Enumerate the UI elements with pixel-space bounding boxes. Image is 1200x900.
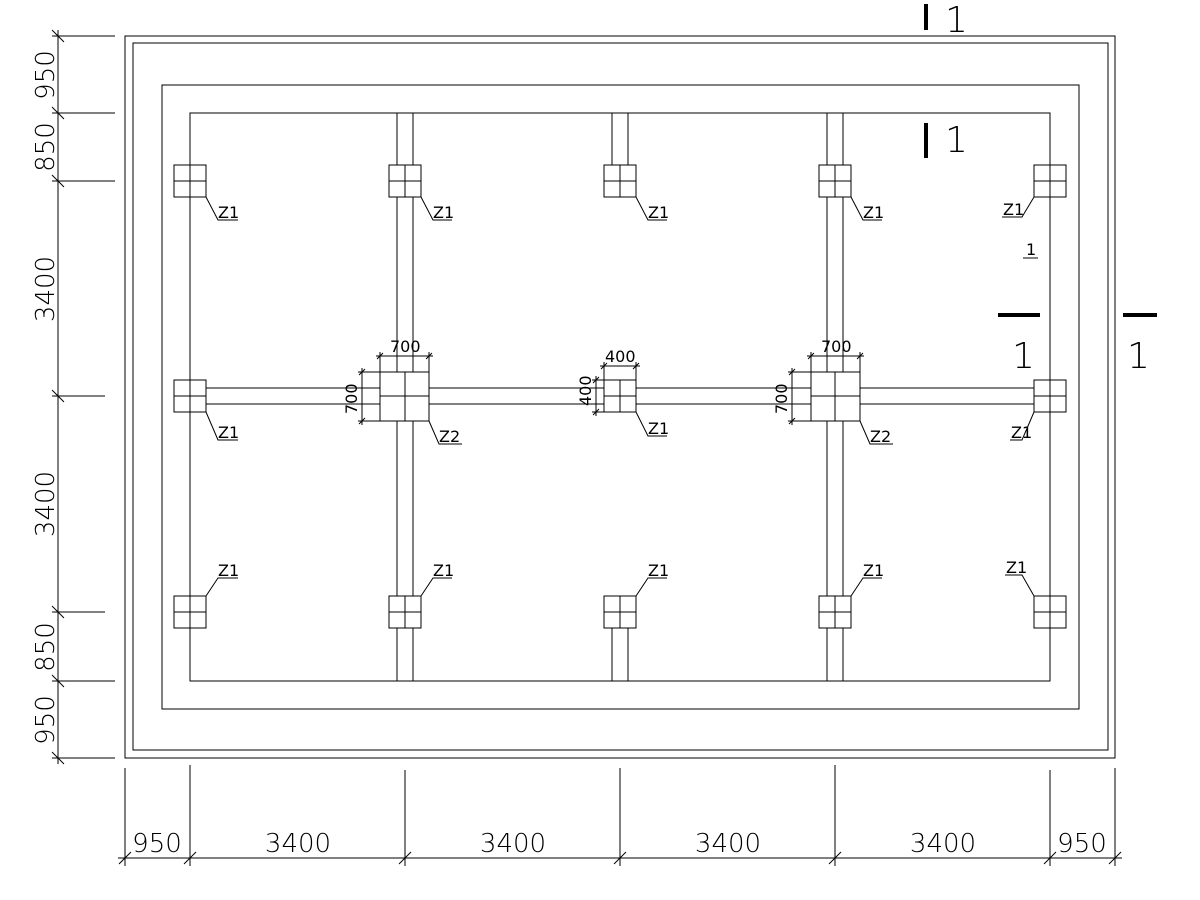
- label-bottom-2: Z1: [433, 561, 454, 580]
- column-top-5: [1033, 164, 1067, 198]
- outer-boundary: [124, 35, 1116, 759]
- label-bottom-5: Z1: [1006, 558, 1027, 577]
- dim-z2-right-height: 700: [772, 383, 791, 414]
- column-top-2: [388, 164, 422, 198]
- label-top-1: Z1: [218, 203, 239, 222]
- column-middle-5: [1033, 379, 1067, 413]
- label-bottom-1: Z1: [218, 561, 239, 580]
- vdim-5: 850: [31, 622, 61, 672]
- label-top-2: Z1: [433, 203, 454, 222]
- dim-z2-left-height: 700: [342, 383, 361, 414]
- column-bottom-5: [1033, 595, 1067, 629]
- hdim-1: 950: [132, 829, 182, 859]
- column-middle-3: [603, 379, 637, 413]
- raft-edge: [161, 84, 1080, 710]
- beam-vertical-2-top: [611, 113, 629, 165]
- dim-z2-right-width: 700: [821, 337, 852, 356]
- label-middle-3: Z1: [648, 419, 669, 438]
- label-bottom-3: Z1: [648, 561, 669, 580]
- label-top-5: Z1: [1003, 200, 1024, 219]
- column-middle-2-z2: [379, 371, 430, 422]
- vdim-6: 950: [31, 695, 61, 745]
- vdim-2: 850: [31, 122, 61, 172]
- hdim-5: 3400: [910, 829, 976, 859]
- label-middle-5: Z1: [1011, 423, 1032, 442]
- columns-group: [173, 164, 1067, 629]
- column-bottom-3: [603, 595, 637, 629]
- column-bottom-1: [173, 595, 207, 629]
- dim-z2-left-width: 700: [390, 337, 421, 356]
- column-top-3: [603, 164, 637, 198]
- label-top-3: Z1: [648, 203, 669, 222]
- column-dimensions-group: 700 700 400 400 700 700: [342, 337, 864, 425]
- vdim-3: 3400: [31, 256, 61, 322]
- column-middle-4-z2: [810, 371, 861, 422]
- dim-center-width: 400: [605, 347, 636, 366]
- vdim-1: 950: [31, 50, 61, 100]
- label-top-4: Z1: [863, 203, 884, 222]
- hdim-6: 950: [1057, 829, 1107, 859]
- section-marks-group: 1 1 1 1 1: [924, 0, 1157, 377]
- label-middle-4: Z2: [870, 427, 891, 446]
- hdim-4: 3400: [695, 829, 761, 859]
- section-mark-right-inner: 1: [1012, 336, 1035, 377]
- vdim-4: 3400: [31, 471, 61, 537]
- label-middle-1: Z1: [218, 423, 239, 442]
- beam-vertical-2-bottom: [611, 628, 629, 681]
- label-middle-2: Z2: [439, 427, 460, 446]
- section-mark-top-outer: 1: [945, 0, 968, 41]
- leaders-group: [205, 196, 1035, 597]
- column-top-1: [173, 164, 207, 198]
- outer-boundary-inner-line: [132, 42, 1109, 751]
- horizontal-dimensions-group: 950 3400 3400 3400 3400 950: [118, 765, 1122, 866]
- section-mark-top-inner: 1: [945, 120, 968, 161]
- dim-center-height: 400: [576, 375, 595, 406]
- hdim-2: 3400: [265, 829, 331, 859]
- section-mark-right-outer: 1: [1127, 336, 1150, 377]
- vertical-dimensions-group: 950 850 3400 3400 850 950: [31, 29, 115, 765]
- section-mark-small-ref: 1: [1026, 240, 1036, 259]
- column-labels-group: Z1 Z1 Z1 Z1 Z1 Z1 Z2 Z1 Z2 Z1 Z1 Z1 Z1 Z…: [218, 200, 1032, 580]
- column-middle-1: [173, 379, 207, 413]
- hdim-3: 3400: [480, 829, 546, 859]
- column-bottom-4: [818, 595, 852, 629]
- column-top-4: [818, 164, 852, 198]
- label-bottom-4: Z1: [863, 561, 884, 580]
- column-bottom-2: [388, 595, 422, 629]
